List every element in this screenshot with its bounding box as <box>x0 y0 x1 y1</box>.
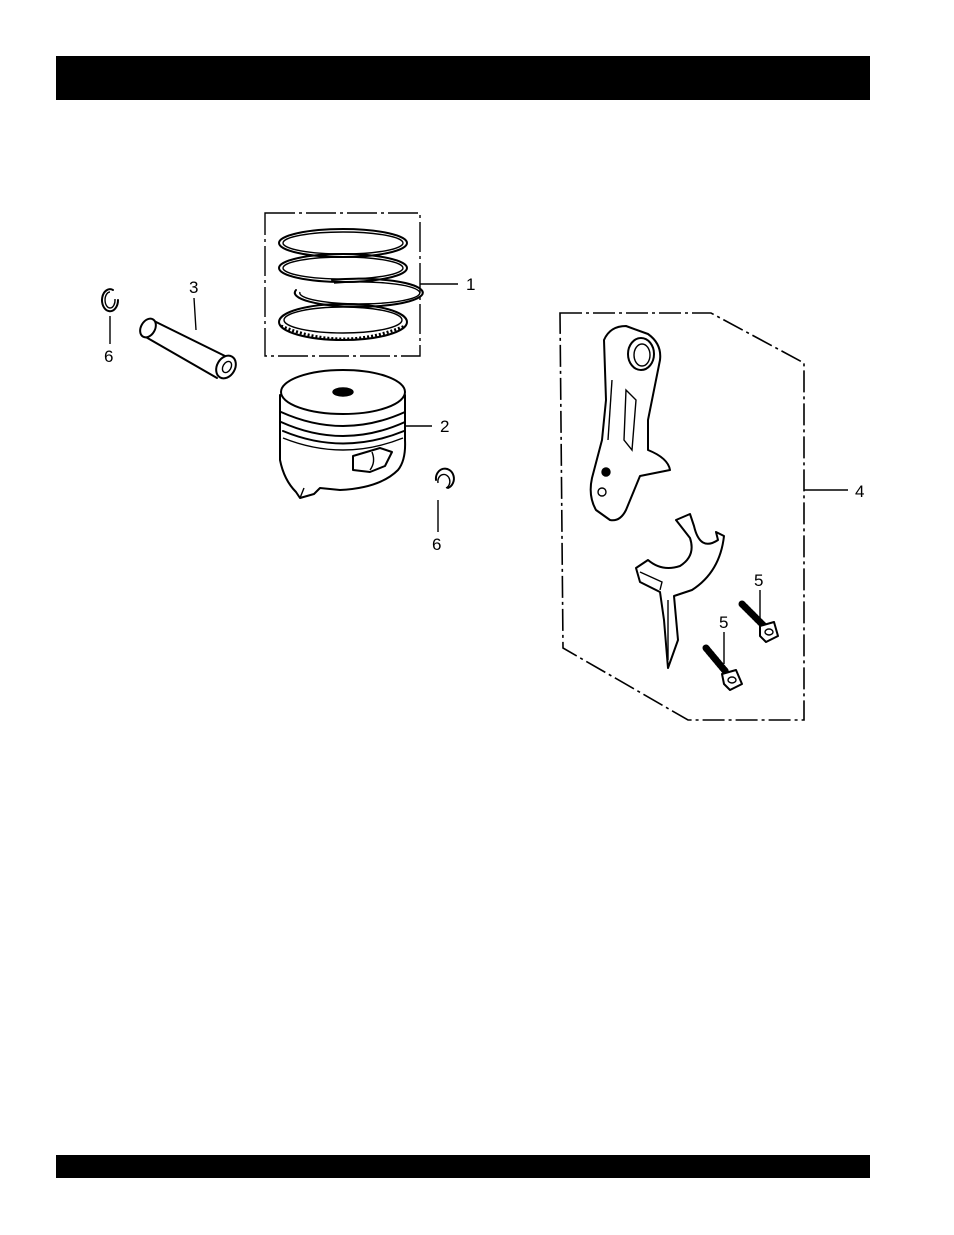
piston-ring-set <box>265 213 423 356</box>
pin-clip-right <box>436 469 454 488</box>
callout-6-left: 6 <box>104 347 113 366</box>
callout-5-upper: 5 <box>754 571 763 590</box>
callout-3: 3 <box>189 278 198 297</box>
connecting-rod <box>591 326 670 520</box>
callout-4: 4 <box>855 482 864 501</box>
callout-1: 1 <box>466 275 475 294</box>
callout-6-right: 6 <box>432 535 441 554</box>
connecting-rod-cap <box>636 514 724 668</box>
callout-2: 2 <box>440 417 449 436</box>
piston-pin <box>137 316 240 382</box>
piston <box>280 370 405 498</box>
leader-line-3 <box>194 298 196 330</box>
pin-clip-left <box>102 289 118 311</box>
callout-5-lower: 5 <box>719 613 728 632</box>
